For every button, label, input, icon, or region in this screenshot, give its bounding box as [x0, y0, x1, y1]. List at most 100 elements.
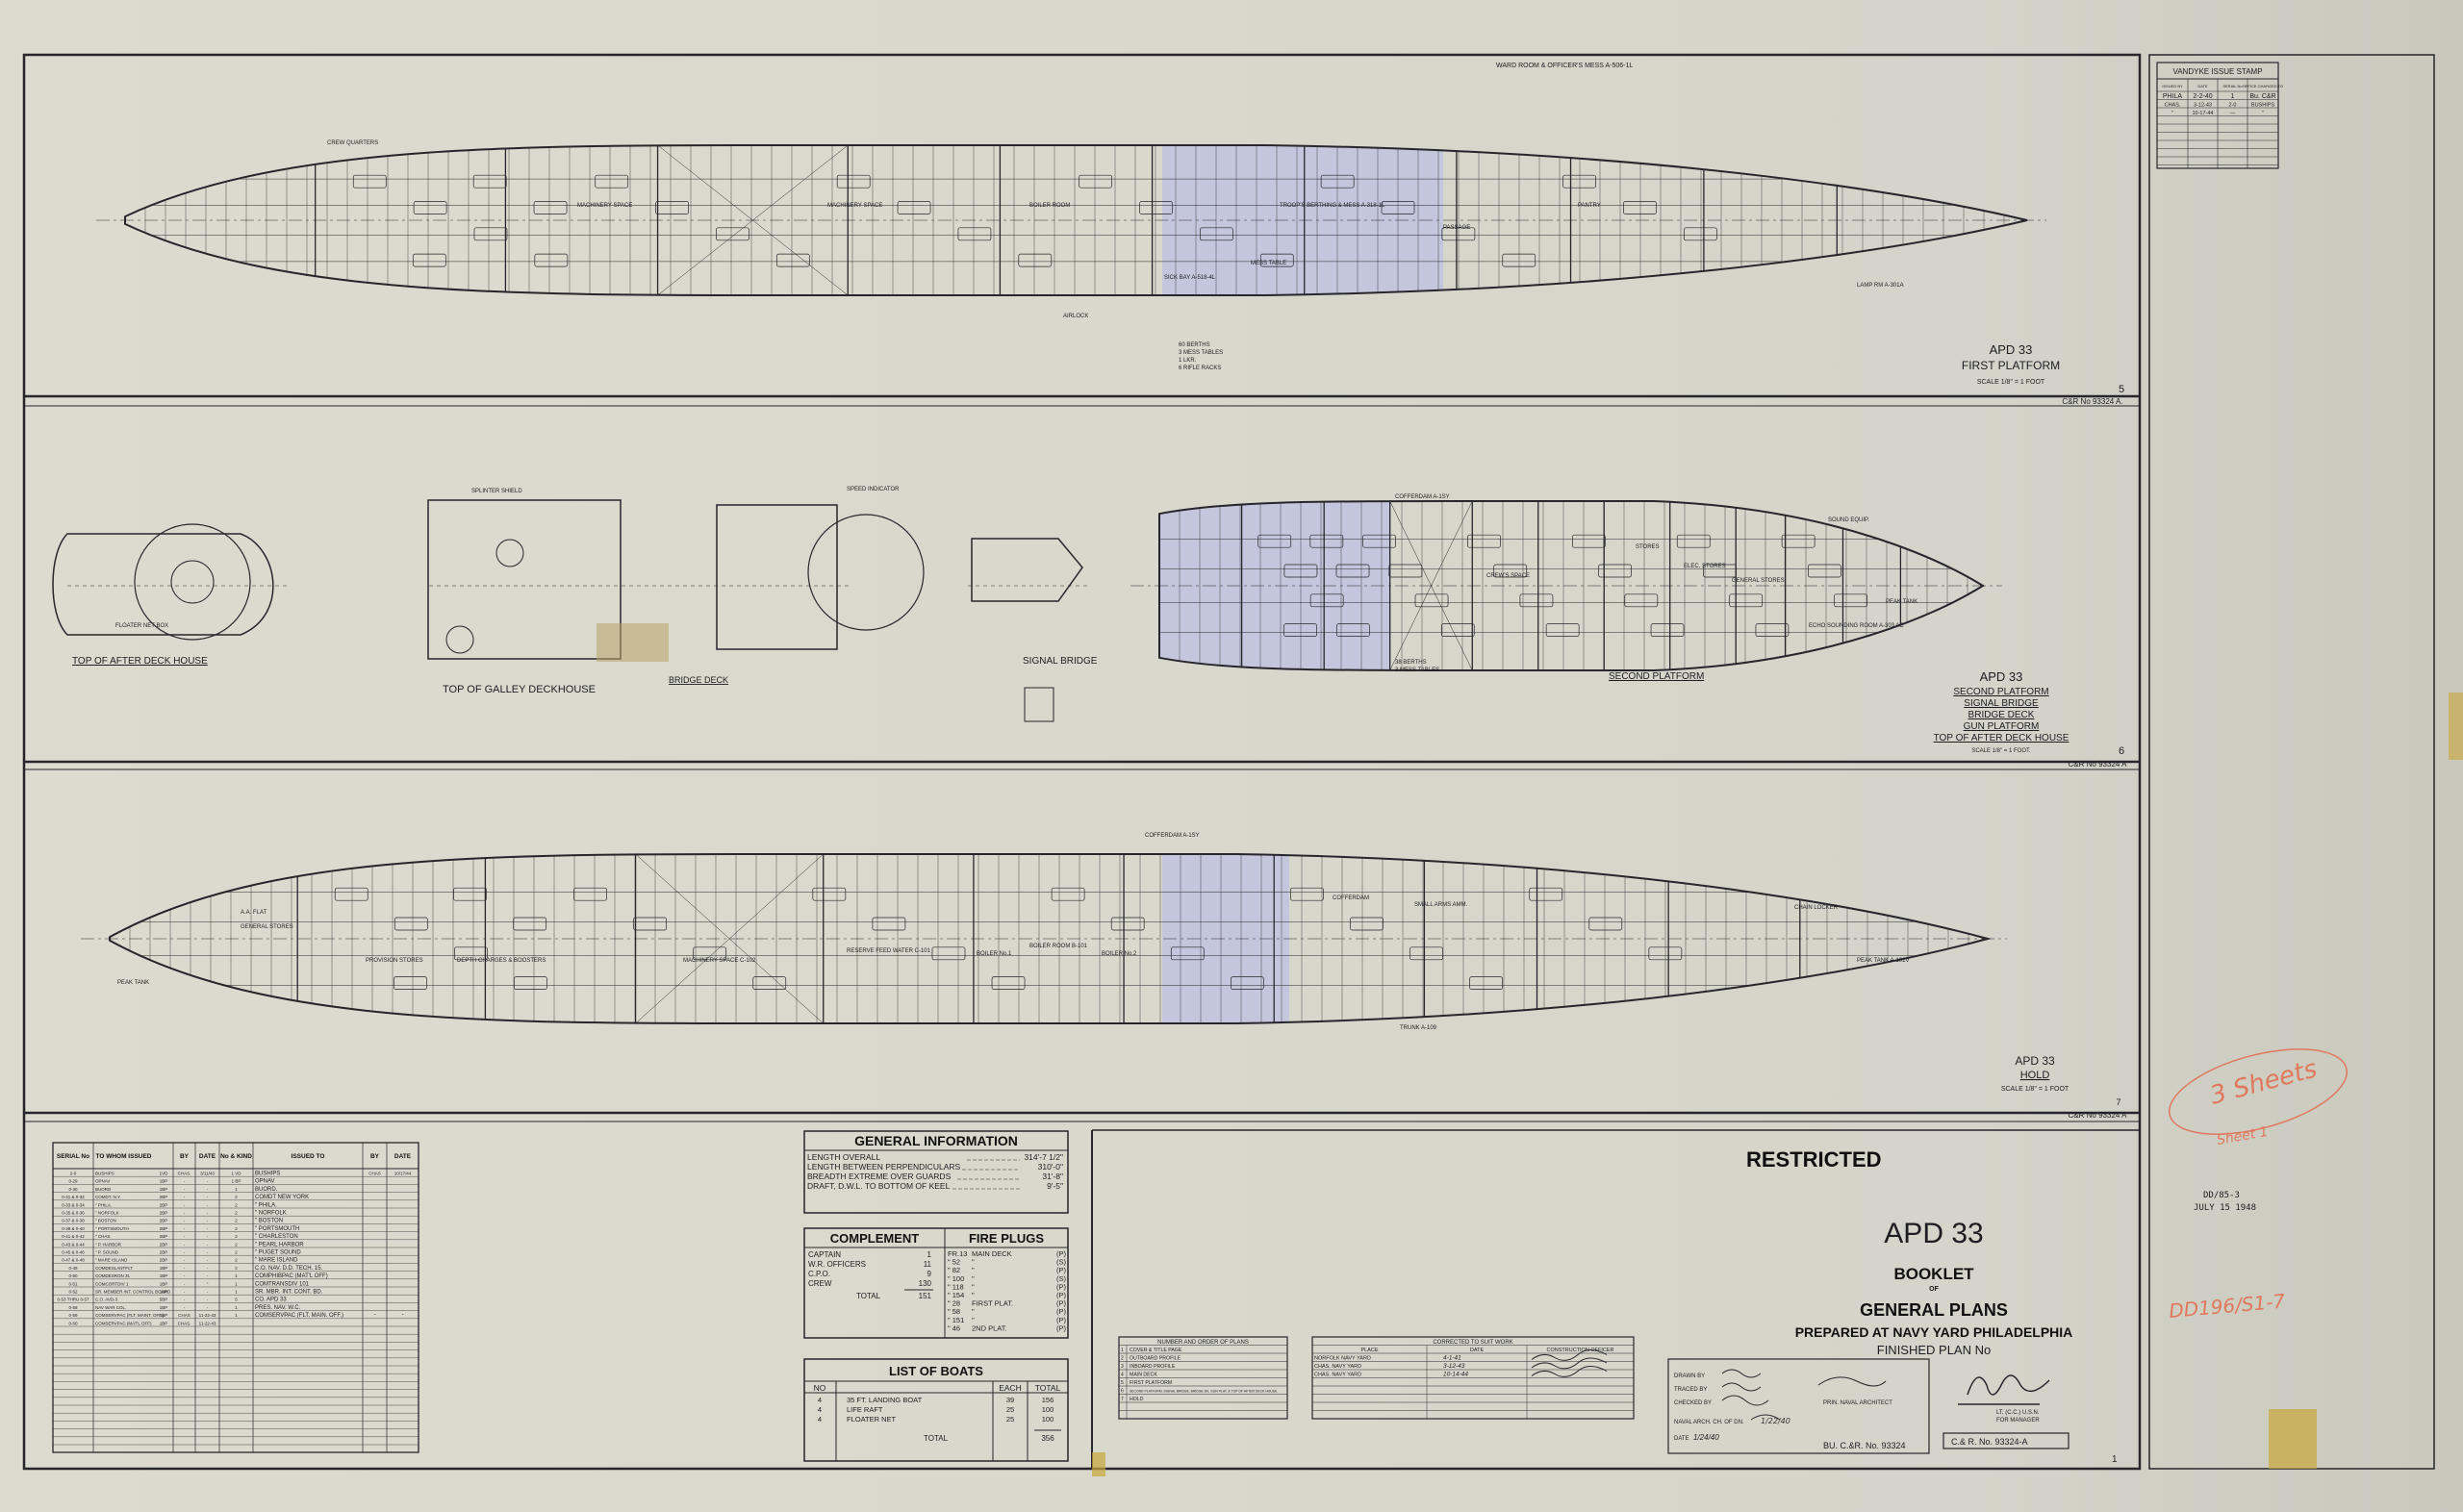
- fire-plug-side: (P): [1056, 1307, 1067, 1316]
- berth-outline: [1290, 887, 1324, 901]
- plan-name: SECOND PLATFORM, SIGNAL BRIDGE, BRIDGE D…: [1130, 1390, 1278, 1394]
- sheet-frame: [22, 53, 2435, 1471]
- berth-outline: [836, 174, 871, 189]
- booklet-label: BOOKLET: [1893, 1265, 1974, 1283]
- panel-title: FIRST PLATFORM: [1962, 359, 2060, 372]
- table-cell: OPNAV: [95, 1179, 110, 1184]
- compartment-label: PEAK TANK: [1886, 599, 1917, 605]
- correction-date: 3-12-43: [1443, 1363, 1465, 1370]
- officer-signature: [1531, 1366, 1608, 1377]
- hull-plans: [52, 144, 2046, 1024]
- hold-title: APD 33 HOLD SCALE 1/8" = 1 FOOT 7 C&R No…: [2001, 1054, 2127, 1120]
- table-cell: 0-60: [68, 1321, 78, 1325]
- stamp-cell: 1: [2231, 93, 2235, 100]
- berth-outline: [1623, 201, 1657, 214]
- compartment-label: MACHINERY SPACE: [827, 203, 882, 209]
- plan-name: COVER & TITLE PAGE: [1130, 1348, 1182, 1353]
- table-cell: 5: [235, 1298, 238, 1302]
- traced-by-label: TRACED BY: [1674, 1387, 1707, 1393]
- fire-plug-frame: FR.13: [948, 1249, 967, 1258]
- compartment-label: MESS TABLE: [1251, 261, 1286, 266]
- panel-scale: SCALE 1/8" = 1 FOOT: [2001, 1086, 2069, 1093]
- table-cell: 1BP: [160, 1305, 168, 1310]
- table-cell: 2: [235, 1202, 238, 1207]
- table-cell: COMSERVPAC (MAT'L OFF): [95, 1321, 152, 1325]
- table-cell: BUSHIPS: [255, 1172, 280, 1177]
- plan-number: 5: [1121, 1380, 1124, 1386]
- berth-outline: [472, 174, 507, 189]
- table-cell: 2BP: [160, 1242, 168, 1247]
- table-row: 0-41 & 0-42" CHAS.2BP--2" CHARLESTON: [62, 1234, 297, 1240]
- table-cell: -: [207, 1305, 209, 1310]
- panel-ship-label: APD 33: [1990, 342, 2033, 357]
- berth-outline: [991, 976, 1026, 990]
- correction-place: CHAS. NAVY YARD: [1314, 1364, 1361, 1370]
- table-cell: COMPHIBPAC (MAT'L OFF): [255, 1273, 328, 1279]
- compartment-label: ELEC. STORES: [1684, 564, 1726, 569]
- fire-plug-frame: " 118: [948, 1282, 964, 1291]
- boat-name: FLOATER NET: [847, 1415, 897, 1424]
- restricted-label: RESTRICTED: [1746, 1147, 1882, 1172]
- berth-outline: [1381, 201, 1415, 214]
- column-header: EACH: [999, 1383, 1022, 1393]
- compartment-label: GENERAL STORES: [241, 924, 293, 930]
- officer-signature: [1531, 1357, 1608, 1370]
- table-cell: 0-30: [68, 1187, 78, 1192]
- berth-outline: [454, 946, 488, 961]
- caption-second-platform: SECOND PLATFORM: [1609, 671, 1704, 682]
- compartment-label: TROOP'S BERTHING & MESS A-318-1L: [1280, 203, 1385, 209]
- signal-gun: [445, 625, 474, 654]
- boat-each: 25: [1006, 1415, 1014, 1424]
- table-cell: " PUGET SOUND: [255, 1250, 301, 1256]
- general-plans-label: GENERAL PLANS: [1860, 1300, 2008, 1320]
- fire-plug-deck: ": [972, 1307, 975, 1316]
- complement-value: 11: [924, 1260, 932, 1269]
- table-cell: COMTRANSDIV 101: [255, 1281, 310, 1287]
- table-cell: COMDESLANTFLT: [95, 1266, 133, 1271]
- bu-cr-number: BU. C.&R. No. 93324: [1823, 1441, 1906, 1450]
- table-cell: 0-59: [68, 1313, 78, 1318]
- table-cell: 3/11/43: [200, 1172, 215, 1176]
- table-cell: -: [207, 1187, 209, 1192]
- table-cell: -: [184, 1266, 186, 1271]
- table-cell: 2BP: [160, 1234, 168, 1239]
- berth-outline: [1676, 534, 1711, 548]
- table-cell: CO. APD 33: [255, 1298, 287, 1303]
- table-cell: -: [184, 1195, 186, 1199]
- column-header: SERIAL No: [57, 1153, 89, 1160]
- diagonal-line: [635, 854, 824, 1023]
- boat-each: 25: [1006, 1405, 1014, 1414]
- panel-title: HOLD: [2020, 1070, 2050, 1081]
- berth-outline: [1441, 227, 1476, 241]
- berth-outline: [1493, 564, 1528, 578]
- correction-place: CHAS. NAVY YARD: [1314, 1373, 1361, 1378]
- dd-number-mark: DD196/S1-7: [2168, 1289, 2286, 1322]
- table-cell: ": [402, 1313, 404, 1318]
- first-platform-title: APD 33 FIRST PLATFORM SCALE 1/8" = 1 FOO…: [1962, 342, 2124, 406]
- table-cell: 0-35 & 0-36: [62, 1211, 85, 1216]
- fire-plug-frame: " 58: [948, 1307, 960, 1316]
- plan-name: OUTBOARD PROFILE: [1130, 1356, 1181, 1362]
- table-cell: -: [184, 1258, 186, 1263]
- complement-label: W.R. OFFICERS: [808, 1260, 866, 1269]
- table-cell: -: [207, 1290, 209, 1295]
- compartment-label: 3 MESS TABLES: [1395, 668, 1439, 673]
- principal-naval-architect-label: PRIN. NAVAL ARCHITECT: [1823, 1400, 1892, 1406]
- table-cell: 11-22-43: [199, 1313, 216, 1318]
- file-date-stamp: JULY 15 1948: [2194, 1203, 2256, 1213]
- sheets-count-mark: 3 Sheets: [2207, 1054, 2320, 1110]
- of-label: OF: [1929, 1286, 1939, 1293]
- complement-total: 151: [919, 1292, 932, 1300]
- berth-outline: [412, 253, 446, 267]
- berth-outline: [394, 917, 428, 931]
- fire-plug-frame: " 28: [948, 1299, 960, 1308]
- boat-count: 4: [818, 1415, 822, 1424]
- table-cell: 0-43 & 0-44: [62, 1242, 85, 1247]
- panel-number: 6: [2119, 745, 2124, 757]
- tape-piece: [2449, 693, 2463, 760]
